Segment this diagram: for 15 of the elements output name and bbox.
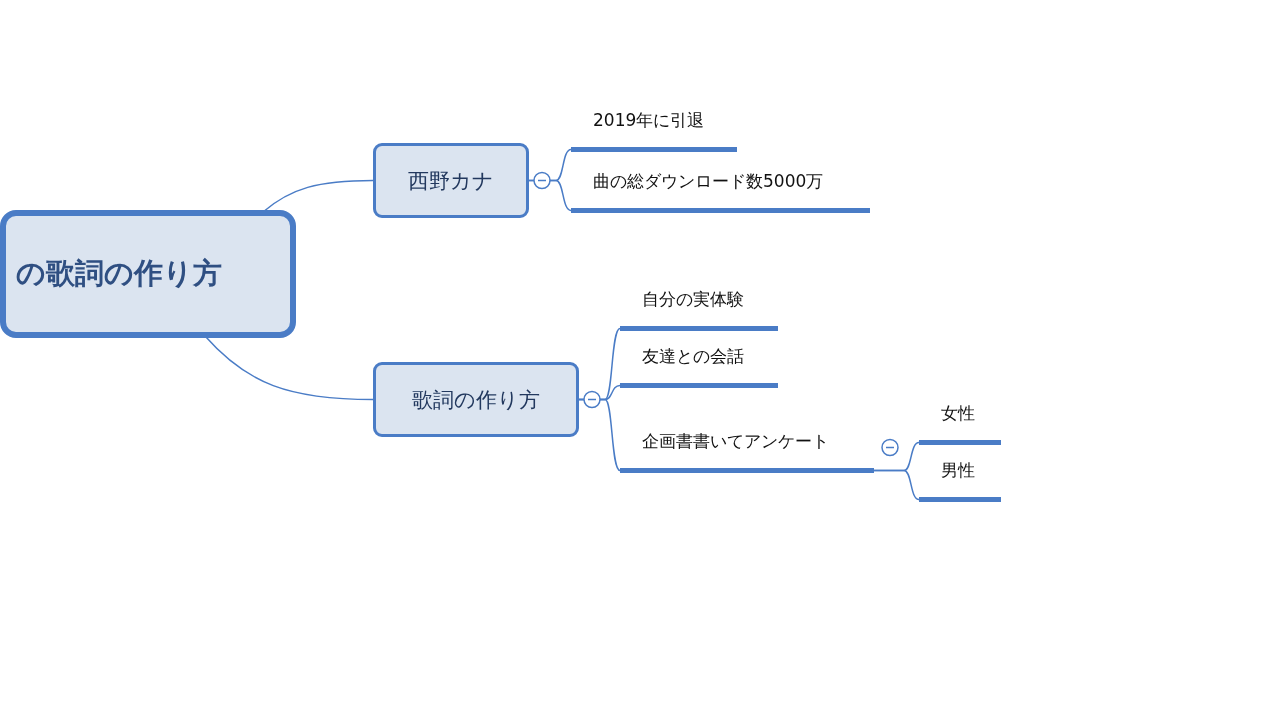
connector-line	[262, 179, 374, 213]
subtopic-line: 企画書書いてアンケート	[620, 424, 874, 473]
connector-line	[204, 335, 374, 401]
topic-box: 西野カナ	[373, 143, 529, 218]
connector-line	[873, 469, 920, 501]
topic-box: 歌詞の作り方	[373, 362, 579, 437]
connector-line	[528, 179, 572, 212]
subtopic-line: 女性	[919, 396, 1001, 445]
connector-line	[578, 398, 621, 472]
subtopic-line: 曲の総ダウンロード数5000万	[571, 164, 870, 213]
subtopic-line: 自分の実体験	[620, 282, 778, 331]
subtopic-line: 男性	[919, 453, 1001, 502]
subtopic-line: 友達との会話	[620, 339, 778, 388]
central-topic-box: の歌詞の作り方	[0, 210, 296, 338]
subtopic-line: 2019年に引退	[571, 103, 737, 152]
